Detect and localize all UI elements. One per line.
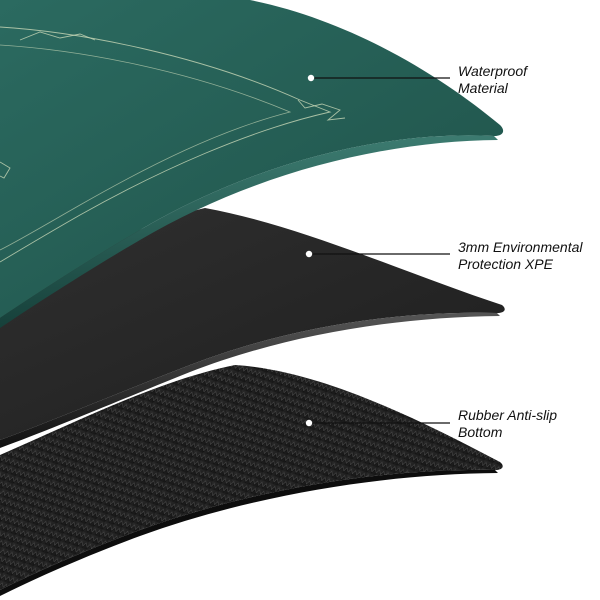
middle-layer [0, 208, 505, 448]
callout-label-line: 3mm Environmental [458, 239, 583, 255]
callout-label-line: Bottom [458, 424, 503, 440]
callout-1 [307, 74, 450, 82]
top-layer-surface [0, 0, 504, 318]
middle-layer-surface [0, 208, 505, 440]
callout-label-line: Protection XPE [458, 256, 553, 272]
felt-print-outer-line [0, 26, 332, 263]
felt-print-left-mark [0, 161, 11, 179]
callout-2 [305, 250, 450, 258]
bottom-layer-surface [0, 365, 503, 590]
bottom-layer [0, 365, 503, 596]
callout-3-dot [305, 419, 313, 427]
callout-label-line: Rubber Anti-slip [458, 407, 558, 423]
callout-3 [305, 419, 450, 427]
callout-label-line: Material [458, 80, 508, 96]
callout-2-dot [305, 250, 313, 258]
callout-1-dot [307, 74, 315, 82]
callout-label-xpe: 3mm Environmental Protection XPE [458, 239, 583, 273]
callout-label-rubber: Rubber Anti-slip Bottom [458, 407, 557, 441]
felt-print-corner-top [19, 31, 96, 41]
felt-print-corner-right [297, 99, 346, 121]
callout-label-line: Waterproof [458, 63, 527, 79]
callout-label-waterproof: Waterproof Material [458, 63, 527, 97]
felt-print-inner-line [0, 44, 292, 251]
top-layer [0, 0, 504, 328]
